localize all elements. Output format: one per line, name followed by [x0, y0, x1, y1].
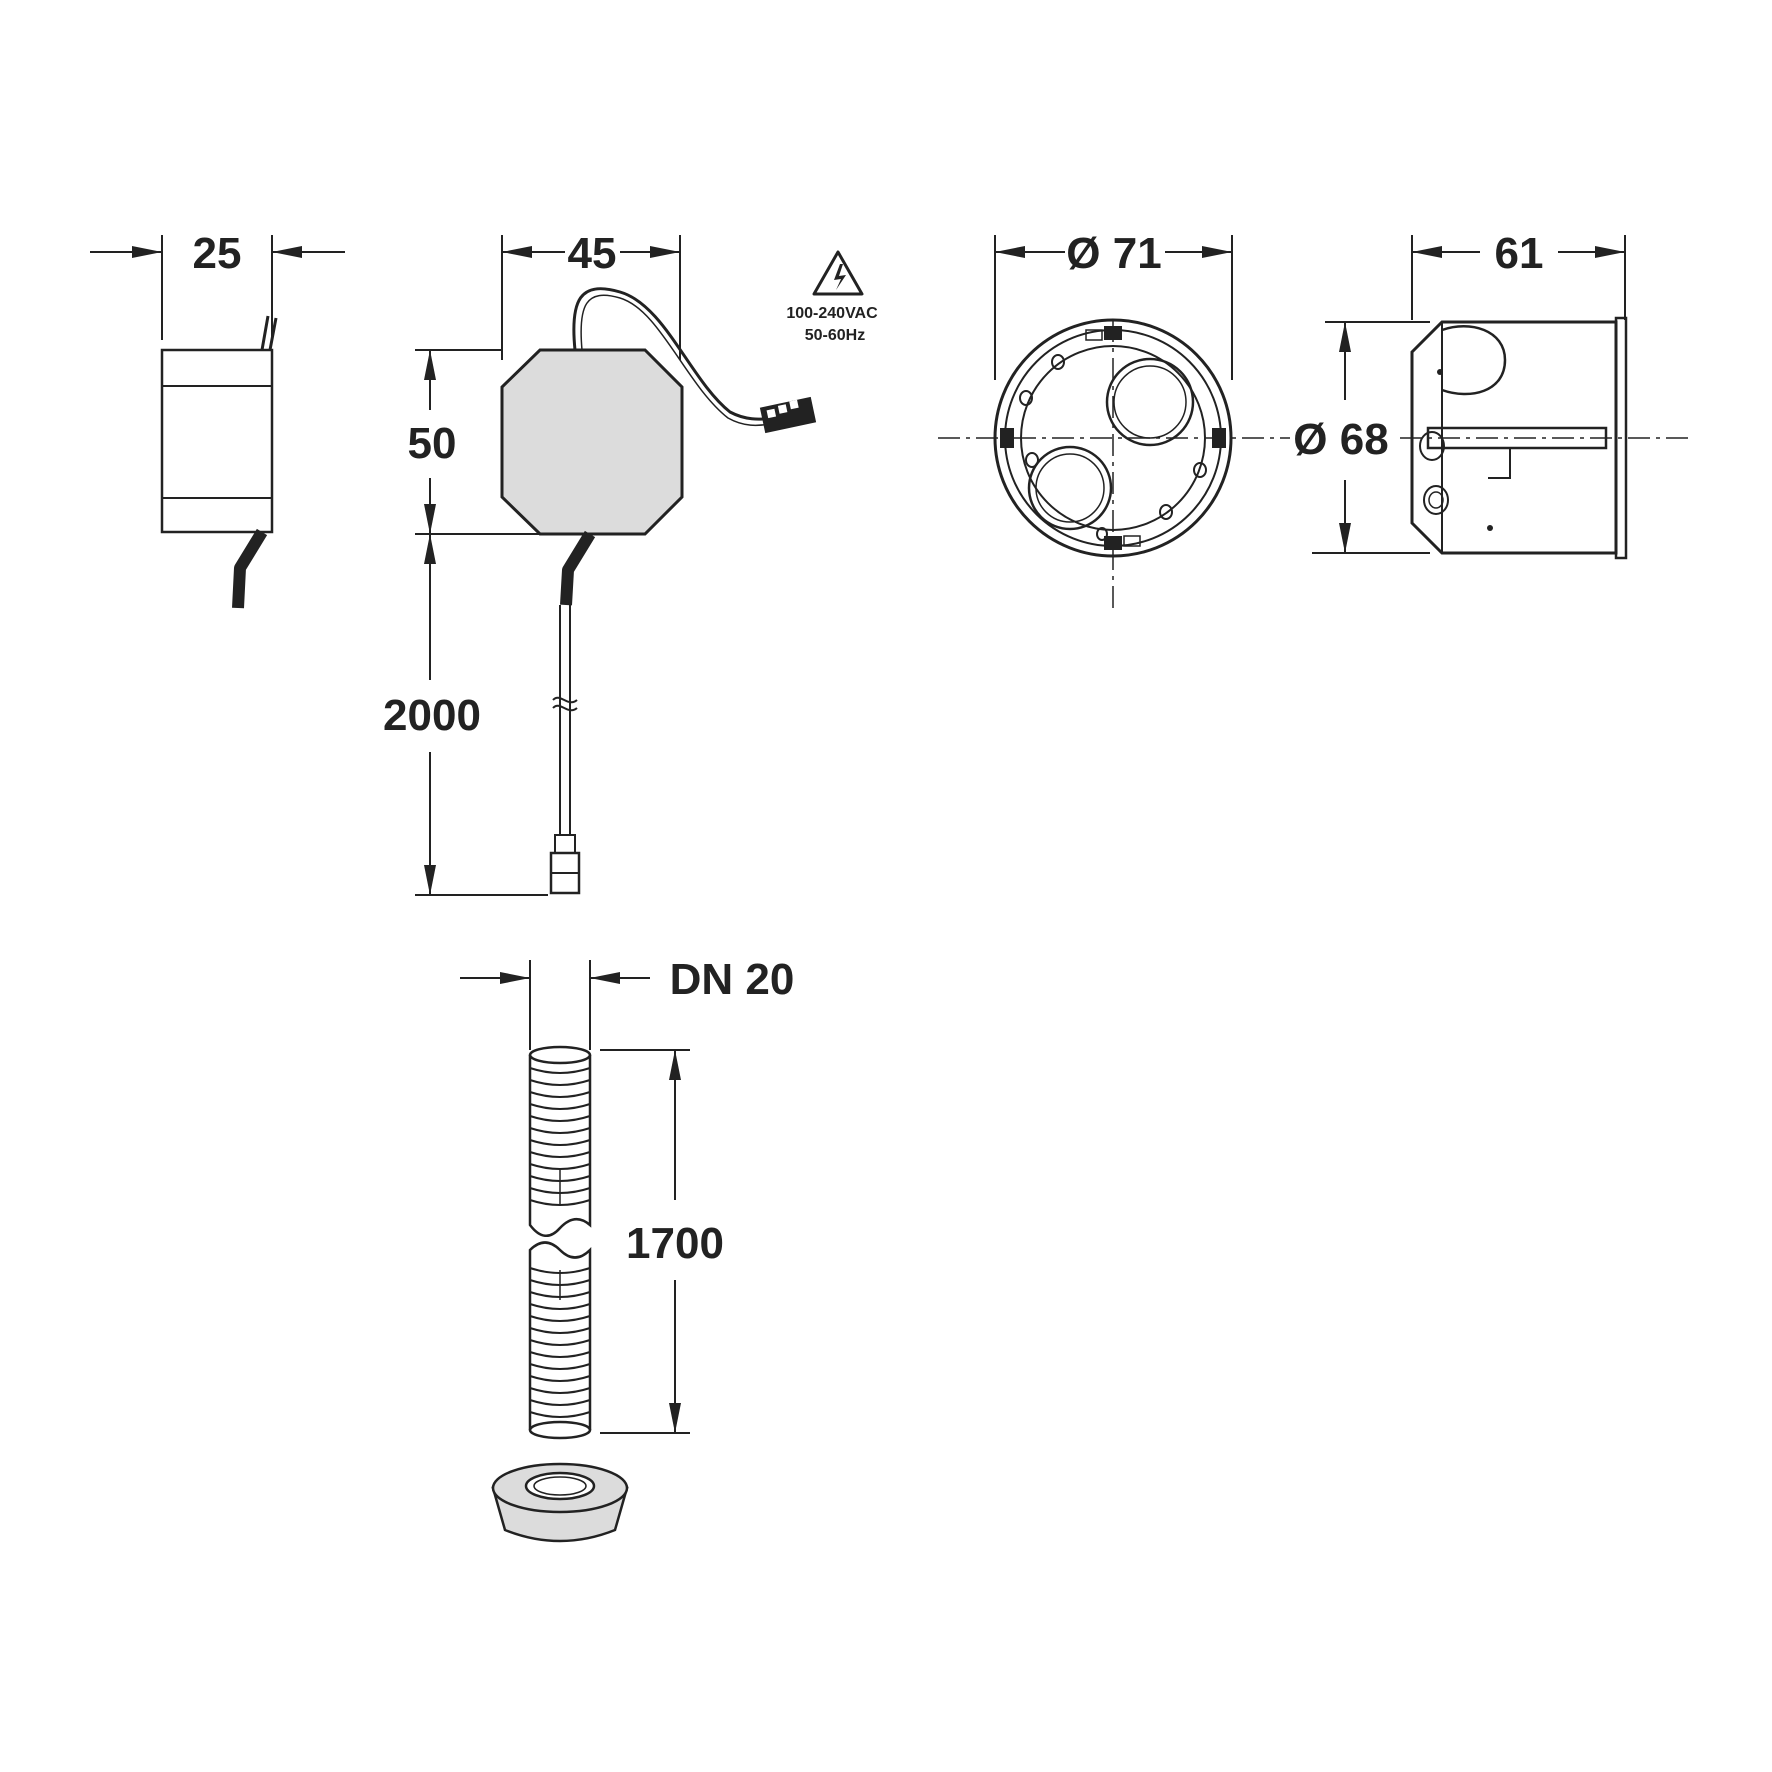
sealing-grommet	[491, 1462, 629, 1543]
cable-length-label: 2000	[383, 691, 481, 740]
conduit-ribs-upper	[529, 1067, 591, 1206]
conduit-pipe: DN 20 1700	[460, 955, 795, 1440]
box-inner-diameter-label: Ø 68	[1293, 415, 1388, 464]
electrical-hazard-icon	[812, 250, 864, 296]
flush-box-front-view: Ø 71	[938, 229, 1290, 610]
frequency-label: 50-60Hz	[805, 327, 865, 344]
adapter-width-label: 45	[568, 229, 617, 278]
flush-box-side-view: 61 Ø 68	[1293, 229, 1692, 560]
conduit-length-label: 1700	[626, 1219, 724, 1268]
cable-plug	[549, 834, 581, 895]
transformer-side-view: 25	[90, 229, 345, 609]
adapter-height-label: 50	[408, 419, 457, 468]
voltage-label: 100-240VAC	[786, 305, 878, 322]
transformer-width-label: 25	[193, 229, 242, 278]
cable-connector	[759, 396, 817, 434]
conduit-size-label: DN 20	[670, 955, 795, 1004]
box-depth-label: 61	[1495, 229, 1544, 278]
power-adapter-front-view: 45 50 2000	[383, 229, 817, 896]
conduit-ribs-lower	[529, 1267, 591, 1418]
box-diameter-label: Ø 71	[1066, 229, 1161, 278]
